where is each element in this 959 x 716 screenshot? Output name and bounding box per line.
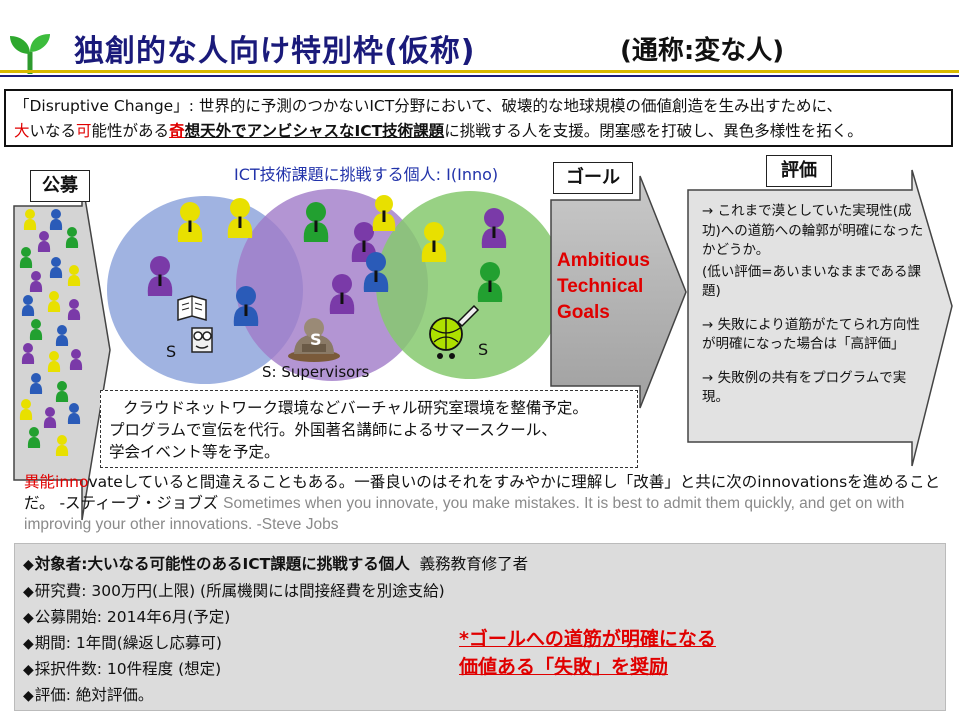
jobs-quote: 異能innovateしていると間違えることもある。一番良いのはそれをすみやかに理… [24, 473, 941, 533]
svg-text:I: I [157, 271, 163, 290]
supervisor-s-label-3: S [478, 340, 489, 359]
goal-label: ゴール [553, 162, 633, 194]
environment-note: クラウドネットワーク環境などバーチャル研究室環境を整備予定。 プログラムで宣伝を… [100, 390, 638, 468]
intro-line-1: 「Disruptive Change」: 世界的に予測のつかないICT分野におい… [14, 97, 843, 115]
eval-item: → これまで漠としていた実現性(成功)への道筋への輪郭が明確になったかどうか。 [702, 203, 924, 258]
recruitment-label: 公募 [30, 170, 90, 202]
summary-target: ◆対象者:大いなる可能性のあるICT課題に挑戦する個人 義務教育修了者 [23, 555, 529, 573]
summary-budget: ◆研究費: 300万円(上限) (所属機関には間接経費を別途支給) [23, 582, 445, 600]
svg-text:I: I [487, 277, 493, 296]
goal-text: Ambitious Technical Goals [557, 250, 650, 323]
eval-item: → 失敗例の共有をプログラムで実現。 [702, 369, 907, 406]
evaluation-arrow [687, 169, 953, 467]
eval-item: → 失敗により道筋がたてられ方向性が明確になった場合は「高評価」 [702, 316, 920, 353]
summary-count: ◆採択件数: 10件程度 (想定) [23, 660, 222, 678]
supervisor-s-label-2: S [310, 330, 322, 349]
encourage-line-2: 価値ある「失敗」を奨励 [459, 656, 669, 678]
eval-item: (低い評価=あいまいなままである課題) [702, 263, 921, 300]
svg-text:I: I [237, 213, 243, 232]
jobs-quote-english: Sometimes when you innovate, you make mi… [24, 495, 905, 533]
summary-evaluation: ◆評価: 絶対評価。 [23, 686, 154, 704]
supervisor-s-label-1: S [166, 342, 177, 361]
circle-purple [236, 189, 428, 381]
header-rule-navy [0, 75, 959, 77]
innovator-pawns [147, 195, 507, 326]
svg-text:I: I [313, 217, 319, 236]
applicant-pawns [19, 209, 83, 456]
svg-text:I: I [373, 267, 379, 286]
svg-text:I: I [243, 301, 249, 320]
svg-text:I: I [187, 217, 193, 236]
intro-line-2: 大いなる可能性がある奇想天外でアンビシャスなICT技術課題に挑戦する人を支援。閉… [14, 122, 863, 140]
goal-arrow [550, 175, 687, 409]
encourage-line-1: *ゴールへの道筋が明確になる [459, 628, 716, 650]
page-title: 独創的な人向け特別枠(仮称) [74, 34, 476, 69]
svg-text:I: I [339, 289, 345, 308]
summary-box: ◆対象者:大いなる可能性のあるICT課題に挑戦する個人 義務教育修了者 ◆研究費… [14, 543, 946, 711]
intro-box: 「Disruptive Change」: 世界的に予測のつかないICT分野におい… [4, 89, 953, 147]
header-rule-gold [0, 70, 959, 73]
evaluation-text: → これまで漠としていた実現性(成功)への道筋への輪郭が明確になったかどうか。 … [702, 202, 927, 422]
page-alias: (通称:変な人) [620, 36, 785, 66]
evaluation-label: 評価 [766, 155, 832, 187]
svg-text:I: I [361, 237, 367, 256]
ict-challenger-caption: ICT技術課題に挑戦する個人: I(Inno) [234, 165, 499, 184]
svg-text:I: I [431, 237, 437, 256]
supervisor-book-icon [177, 295, 213, 353]
circle-green [376, 191, 564, 379]
supervisors-caption: S: Supervisors [262, 363, 370, 381]
svg-text:I: I [491, 223, 497, 242]
summary-start: ◆公募開始: 2014年6月(予定) [23, 608, 231, 626]
supervisor-globe-icon [429, 304, 480, 359]
svg-text:I: I [381, 207, 387, 226]
supervisor-statue-icon [288, 318, 340, 362]
summary-period: ◆期間: 1年間(繰返し応募可) [23, 634, 222, 652]
